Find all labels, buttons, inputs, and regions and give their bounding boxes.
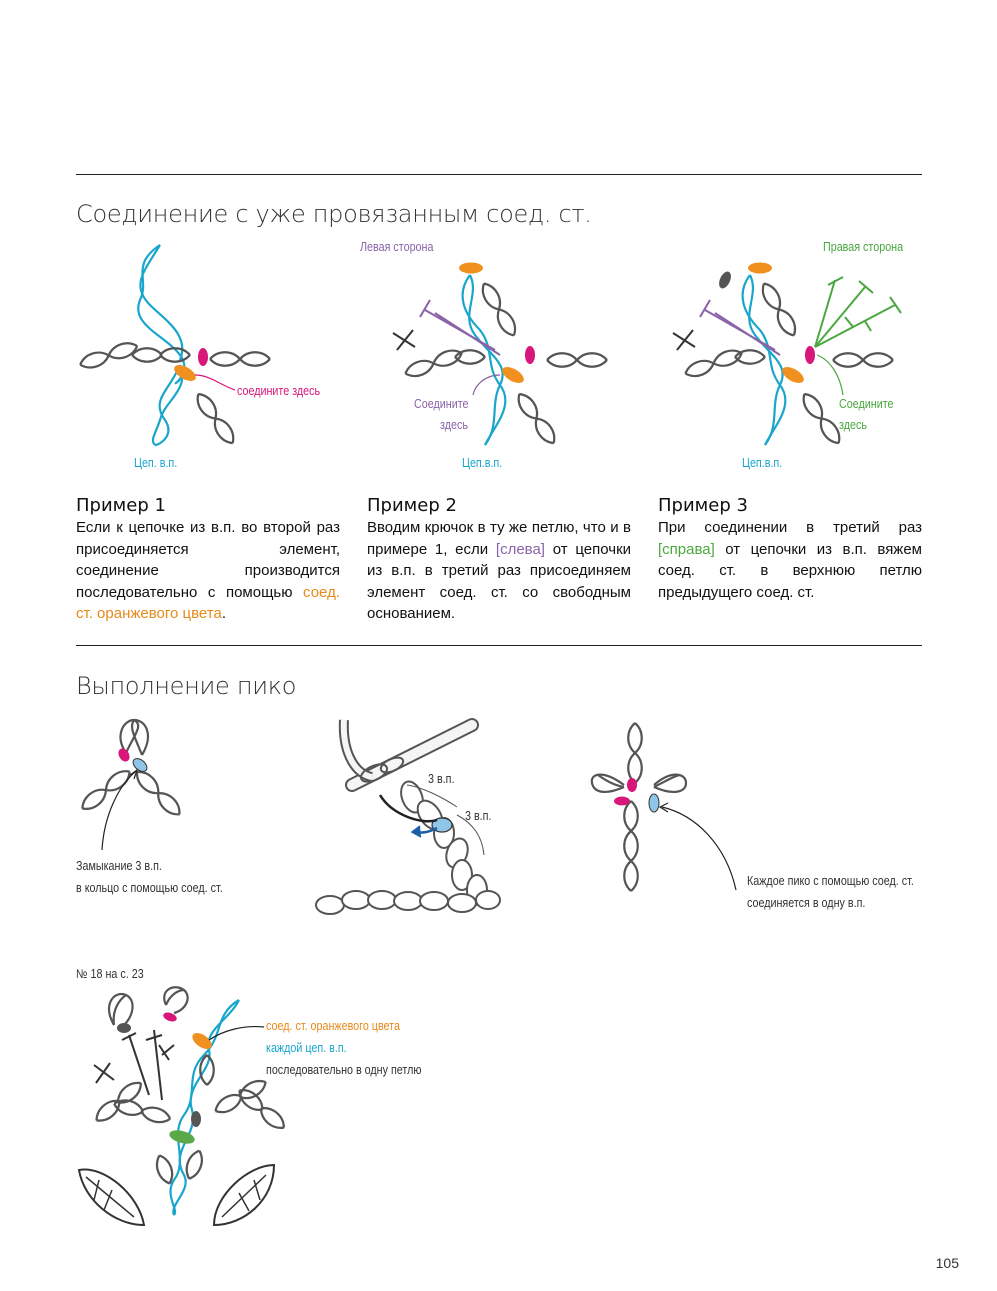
- page-number: 105: [935, 1255, 959, 1271]
- diagram-example-2: [392, 262, 609, 449]
- label-chain-3: Цеп.в.п.: [742, 456, 783, 470]
- label-orange-join: соед. ст. оранжевого цвета: [266, 1019, 400, 1033]
- example-1-title: Пример 1: [76, 495, 166, 516]
- label-each-picot-2: соединяется в одну в.п.: [747, 896, 866, 910]
- example-3-title: Пример 3: [658, 495, 748, 516]
- top-divider: [76, 174, 922, 175]
- diagram-example-1: [76, 244, 272, 449]
- label-3-ch-a: 3 в.п.: [428, 772, 455, 786]
- label-chain-1: Цеп. в.п.: [134, 456, 178, 470]
- label-3-ch-b: 3 в.п.: [465, 809, 492, 823]
- diagram-picot-closing: [77, 718, 186, 851]
- label-left-side: Левая сторона: [360, 240, 434, 254]
- highlight-orange-join: соед. ст. оранжевого цвета: [76, 583, 340, 623]
- label-picot-closing-2: в кольцо с помощью соед. ст.: [76, 881, 223, 895]
- diagram-pattern-18: [77, 986, 290, 1227]
- section-title-picot: Выполнение пико: [76, 672, 297, 700]
- middle-divider: [76, 645, 922, 646]
- label-join-here-2b: здесь: [440, 418, 468, 432]
- label-each-picot-1: Каждое пико с помощью соед. ст.: [747, 874, 914, 888]
- label-reference: № 18 на с. 23: [76, 967, 144, 981]
- illustration-hook-picot: [315, 718, 501, 915]
- diagram-picot-joined: [590, 721, 737, 893]
- highlight-right: [справа]: [658, 540, 715, 558]
- example-1-text: Если к цепочке из в.п. во второй раз при…: [76, 519, 340, 623]
- example-2-title: Пример 2: [367, 495, 457, 516]
- label-picot-closing-1: Замыкание 3 в.п.: [76, 859, 162, 873]
- example-2-text: Вводим крючок в ту же петлю, что и в при…: [367, 519, 632, 622]
- label-join-here-1: соедините здесь: [237, 384, 321, 398]
- label-join-here-3b: здесь: [839, 418, 867, 432]
- label-join-here-3a: Соедините: [839, 397, 894, 411]
- example-3-text: При соединении в третий раз [справа] от …: [658, 519, 922, 601]
- label-join-here-2a: Соедините: [414, 397, 469, 411]
- diagram-example-3: [672, 262, 902, 449]
- highlight-left: [слева]: [495, 540, 545, 558]
- label-chain-2: Цеп.в.п.: [462, 456, 503, 470]
- label-right-side: Правая сторона: [823, 240, 904, 254]
- label-each-chain: каждой цеп. в.п.: [266, 1041, 347, 1055]
- section-title-joining: Соединение с уже провязанным соед. ст.: [76, 200, 592, 228]
- label-sequentially: последовательно в одну петлю: [266, 1063, 422, 1077]
